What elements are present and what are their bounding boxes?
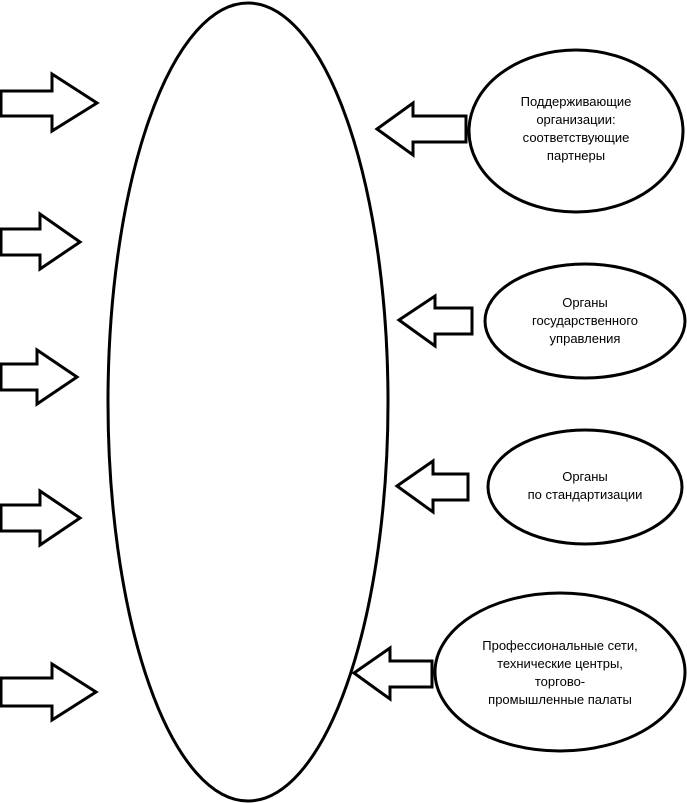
node-1-line-2: организации: [536,112,615,127]
node-4-line-4: промышленные палаты [488,692,632,707]
left-arrow-4 [0,488,83,548]
left-arrow-2 [0,211,83,272]
node-3-line-2: по стандартизации [528,487,643,502]
node-4-line-3: торгово- [535,674,585,689]
left-arrow-1 [0,71,100,134]
right-arrow-2 [396,293,474,349]
node-4-line-1: Профессиональные сети, [482,638,637,653]
node-2-line-2: государственного [532,313,638,328]
node-government-bodies: Органы государственного управления [483,262,687,380]
central-ellipse [106,1,390,803]
right-arrow-4 [351,645,434,702]
node-1-line-1: Поддерживающие [521,94,632,109]
node-4-line-2: технические центры, [497,656,623,671]
node-1-line-3: соответствующие [523,130,630,145]
node-supporting-organizations: Поддерживающие организации: соответствую… [467,48,685,214]
node-professional-networks: Профессиональные сети, технические центр… [433,591,687,753]
node-2-line-3: управления [550,331,621,346]
right-arrow-3 [394,458,470,515]
node-3-line-1: Органы [562,469,608,484]
right-arrow-1 [374,100,468,158]
node-2-line-1: Органы [562,295,608,310]
left-arrow-5 [0,661,99,723]
node-standardization-bodies: Органы по стандартизации [486,428,684,546]
left-arrow-3 [0,347,80,407]
node-1-line-4: партнеры [547,148,605,163]
